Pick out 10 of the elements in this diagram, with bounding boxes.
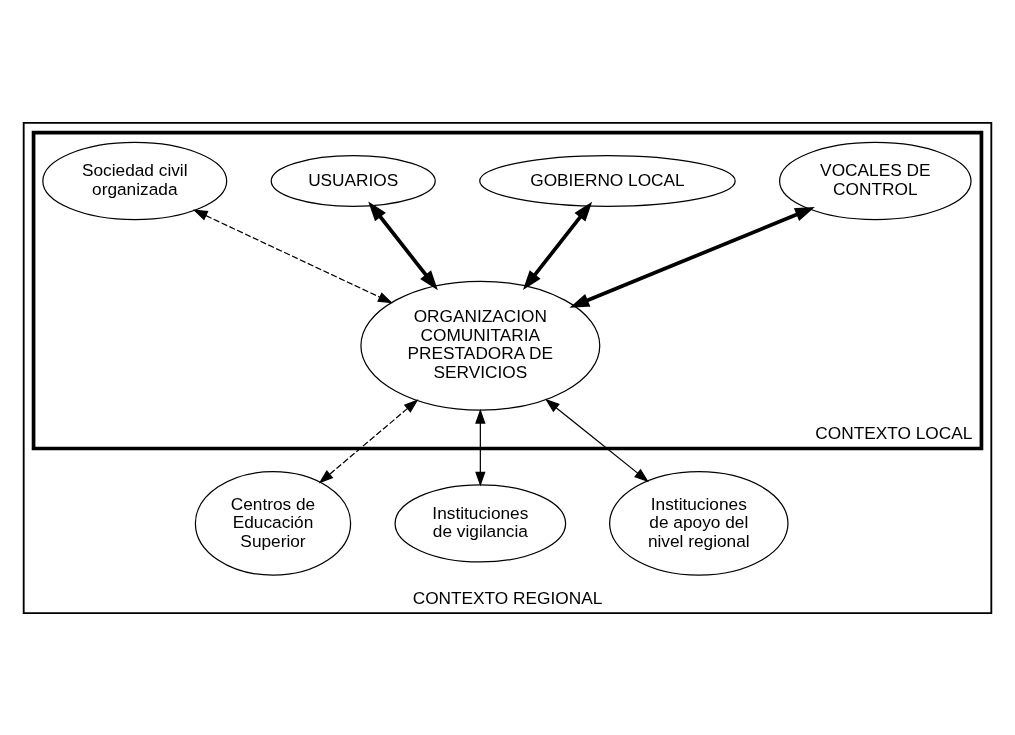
node-ellipse: USUARIOS [270,154,436,207]
arrow [475,408,486,487]
node-ellipse: Instituciones de vigilancia [394,483,567,563]
arrow [192,208,393,303]
arrow [368,200,438,290]
node-ellipse: GOBIERNO LOCAL [479,154,736,207]
arrow [318,398,419,484]
arrow [569,206,815,308]
arrow [522,201,593,290]
arrow [545,398,649,482]
